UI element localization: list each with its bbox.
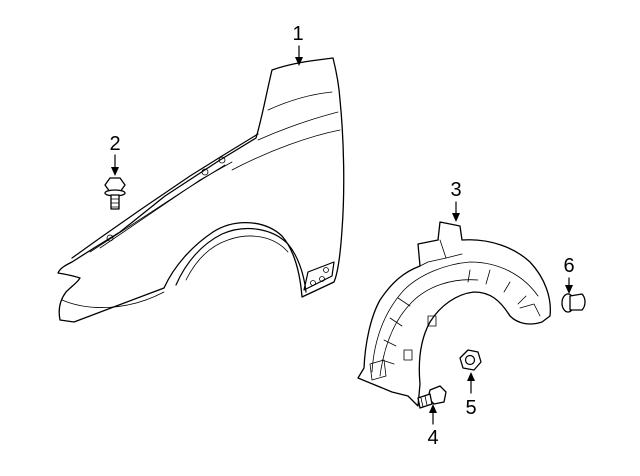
callout-5: 5 <box>465 397 477 419</box>
arrowhead-3 <box>452 213 460 222</box>
fender-liner-part <box>357 221 551 407</box>
callout-3: 3 <box>450 179 462 201</box>
arrowhead-5 <box>467 372 475 381</box>
arrowhead-1 <box>295 57 303 66</box>
leader-arrows <box>111 45 573 425</box>
callout-2: 2 <box>109 133 121 155</box>
callout-1: 1 <box>292 23 304 45</box>
callout-6: 6 <box>563 255 575 277</box>
bolt-part-2 <box>104 177 126 210</box>
callout-4: 4 <box>427 427 439 449</box>
arrowhead-4 <box>429 404 437 413</box>
fender-part <box>57 57 345 323</box>
push-clip-part-6 <box>561 293 586 313</box>
nut-part-5 <box>459 349 482 371</box>
arrowhead-6 <box>565 285 573 294</box>
bolt-part-4 <box>417 385 447 409</box>
arrowhead-2 <box>111 167 119 176</box>
